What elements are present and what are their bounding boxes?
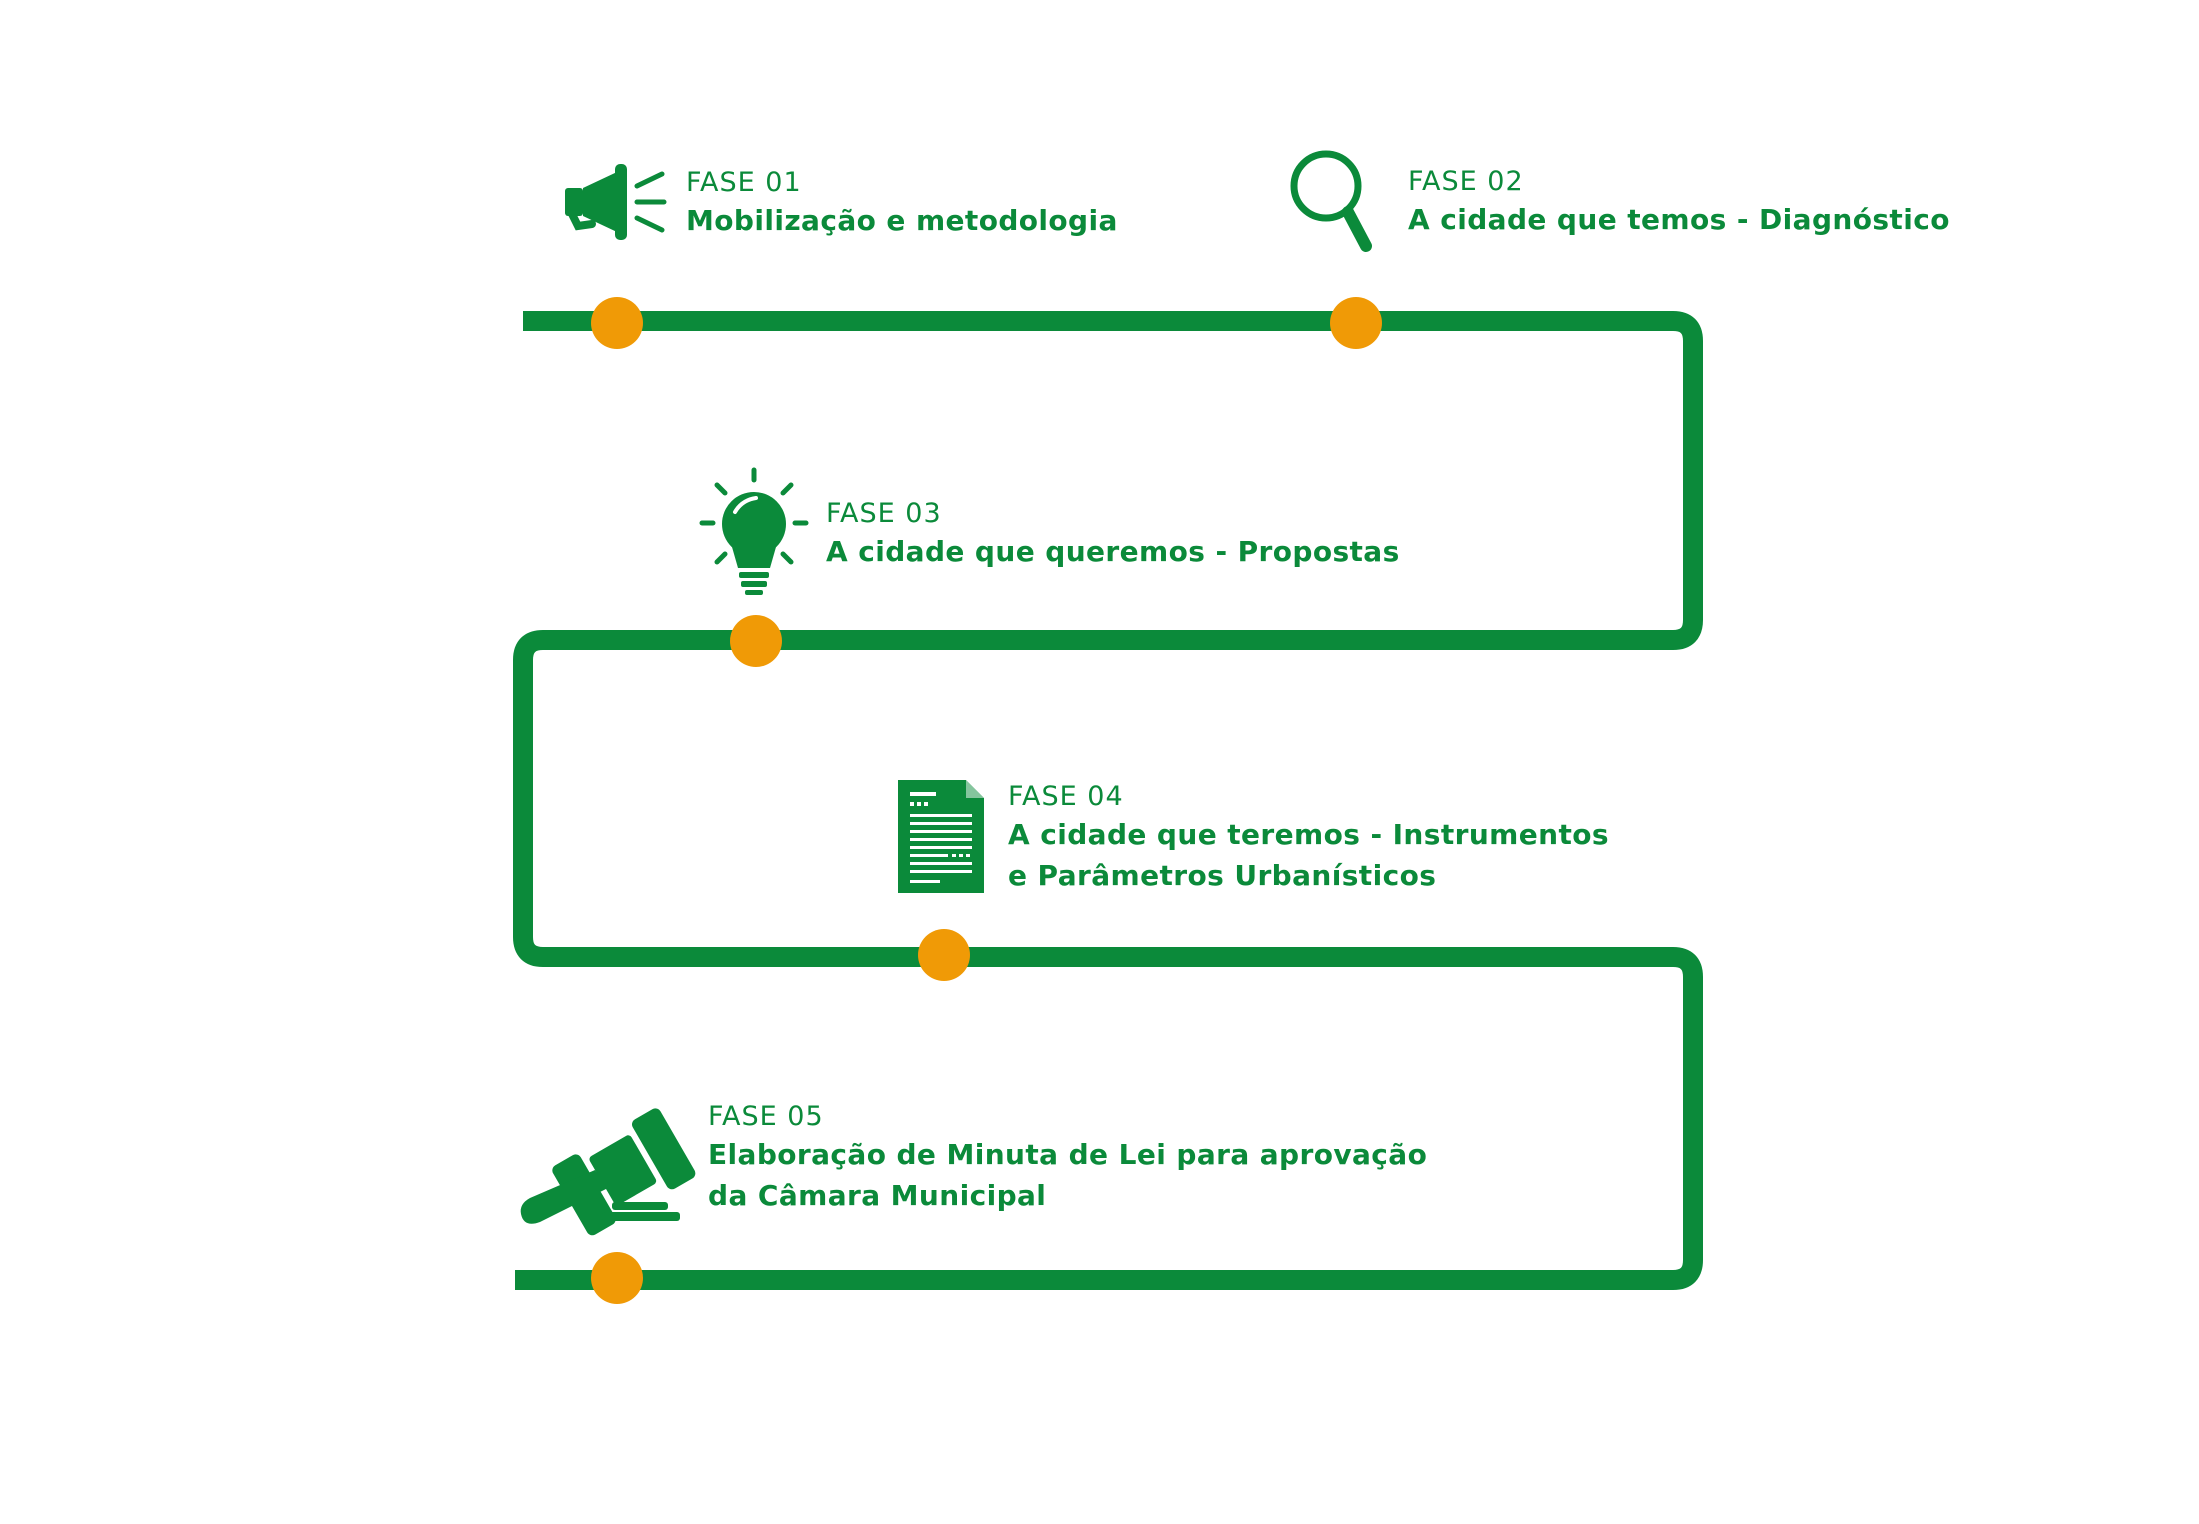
lightbulb-icon: [699, 467, 809, 595]
phase-04-title-line-2: e Parâmetros Urbanísticos: [1008, 859, 1437, 892]
timeline-node-2: [1330, 297, 1382, 349]
phase-02-label: FASE 02: [1408, 166, 1524, 197]
phase-01: FASE 01 Mobilização e metodologia: [686, 166, 1118, 241]
phase-04: FASE 04 A cidade que teremos - Instrumen…: [1008, 780, 1609, 896]
gavel-icon: [520, 1108, 696, 1236]
phase-03-title: A cidade que queremos - Propostas: [826, 535, 1400, 568]
phase-04-label: FASE 04: [1008, 781, 1124, 812]
phase-05-title-line-1: Elaboração de Minuta de Lei para aprovaç…: [708, 1138, 1428, 1171]
phase-01-label: FASE 01: [686, 167, 802, 198]
timeline-node-3: [730, 615, 782, 667]
phase-02-title: A cidade que temos - Diagnóstico: [1408, 203, 1950, 236]
phase-03: FASE 03 A cidade que queremos - Proposta…: [826, 497, 1400, 572]
megaphone-icon: [565, 164, 667, 240]
phase-05: FASE 05 Elaboração de Minuta de Lei para…: [708, 1100, 1427, 1216]
phase-03-label: FASE 03: [826, 498, 942, 529]
timeline-node-1: [591, 297, 643, 349]
document-icon: [898, 780, 984, 893]
timeline-node-4: [918, 929, 970, 981]
phase-05-title-line-2: da Câmara Municipal: [708, 1179, 1047, 1212]
phase-02: FASE 02 A cidade que temos - Diagnóstico: [1408, 165, 1950, 240]
timeline-path: [513, 311, 1703, 1290]
phase-04-title-line-1: A cidade que teremos - Instrumentos: [1008, 818, 1609, 851]
magnifier-icon: [1290, 150, 1372, 252]
phase-05-label: FASE 05: [708, 1101, 824, 1132]
timeline-node-5: [591, 1252, 643, 1304]
phase-01-title: Mobilização e metodologia: [686, 204, 1118, 237]
